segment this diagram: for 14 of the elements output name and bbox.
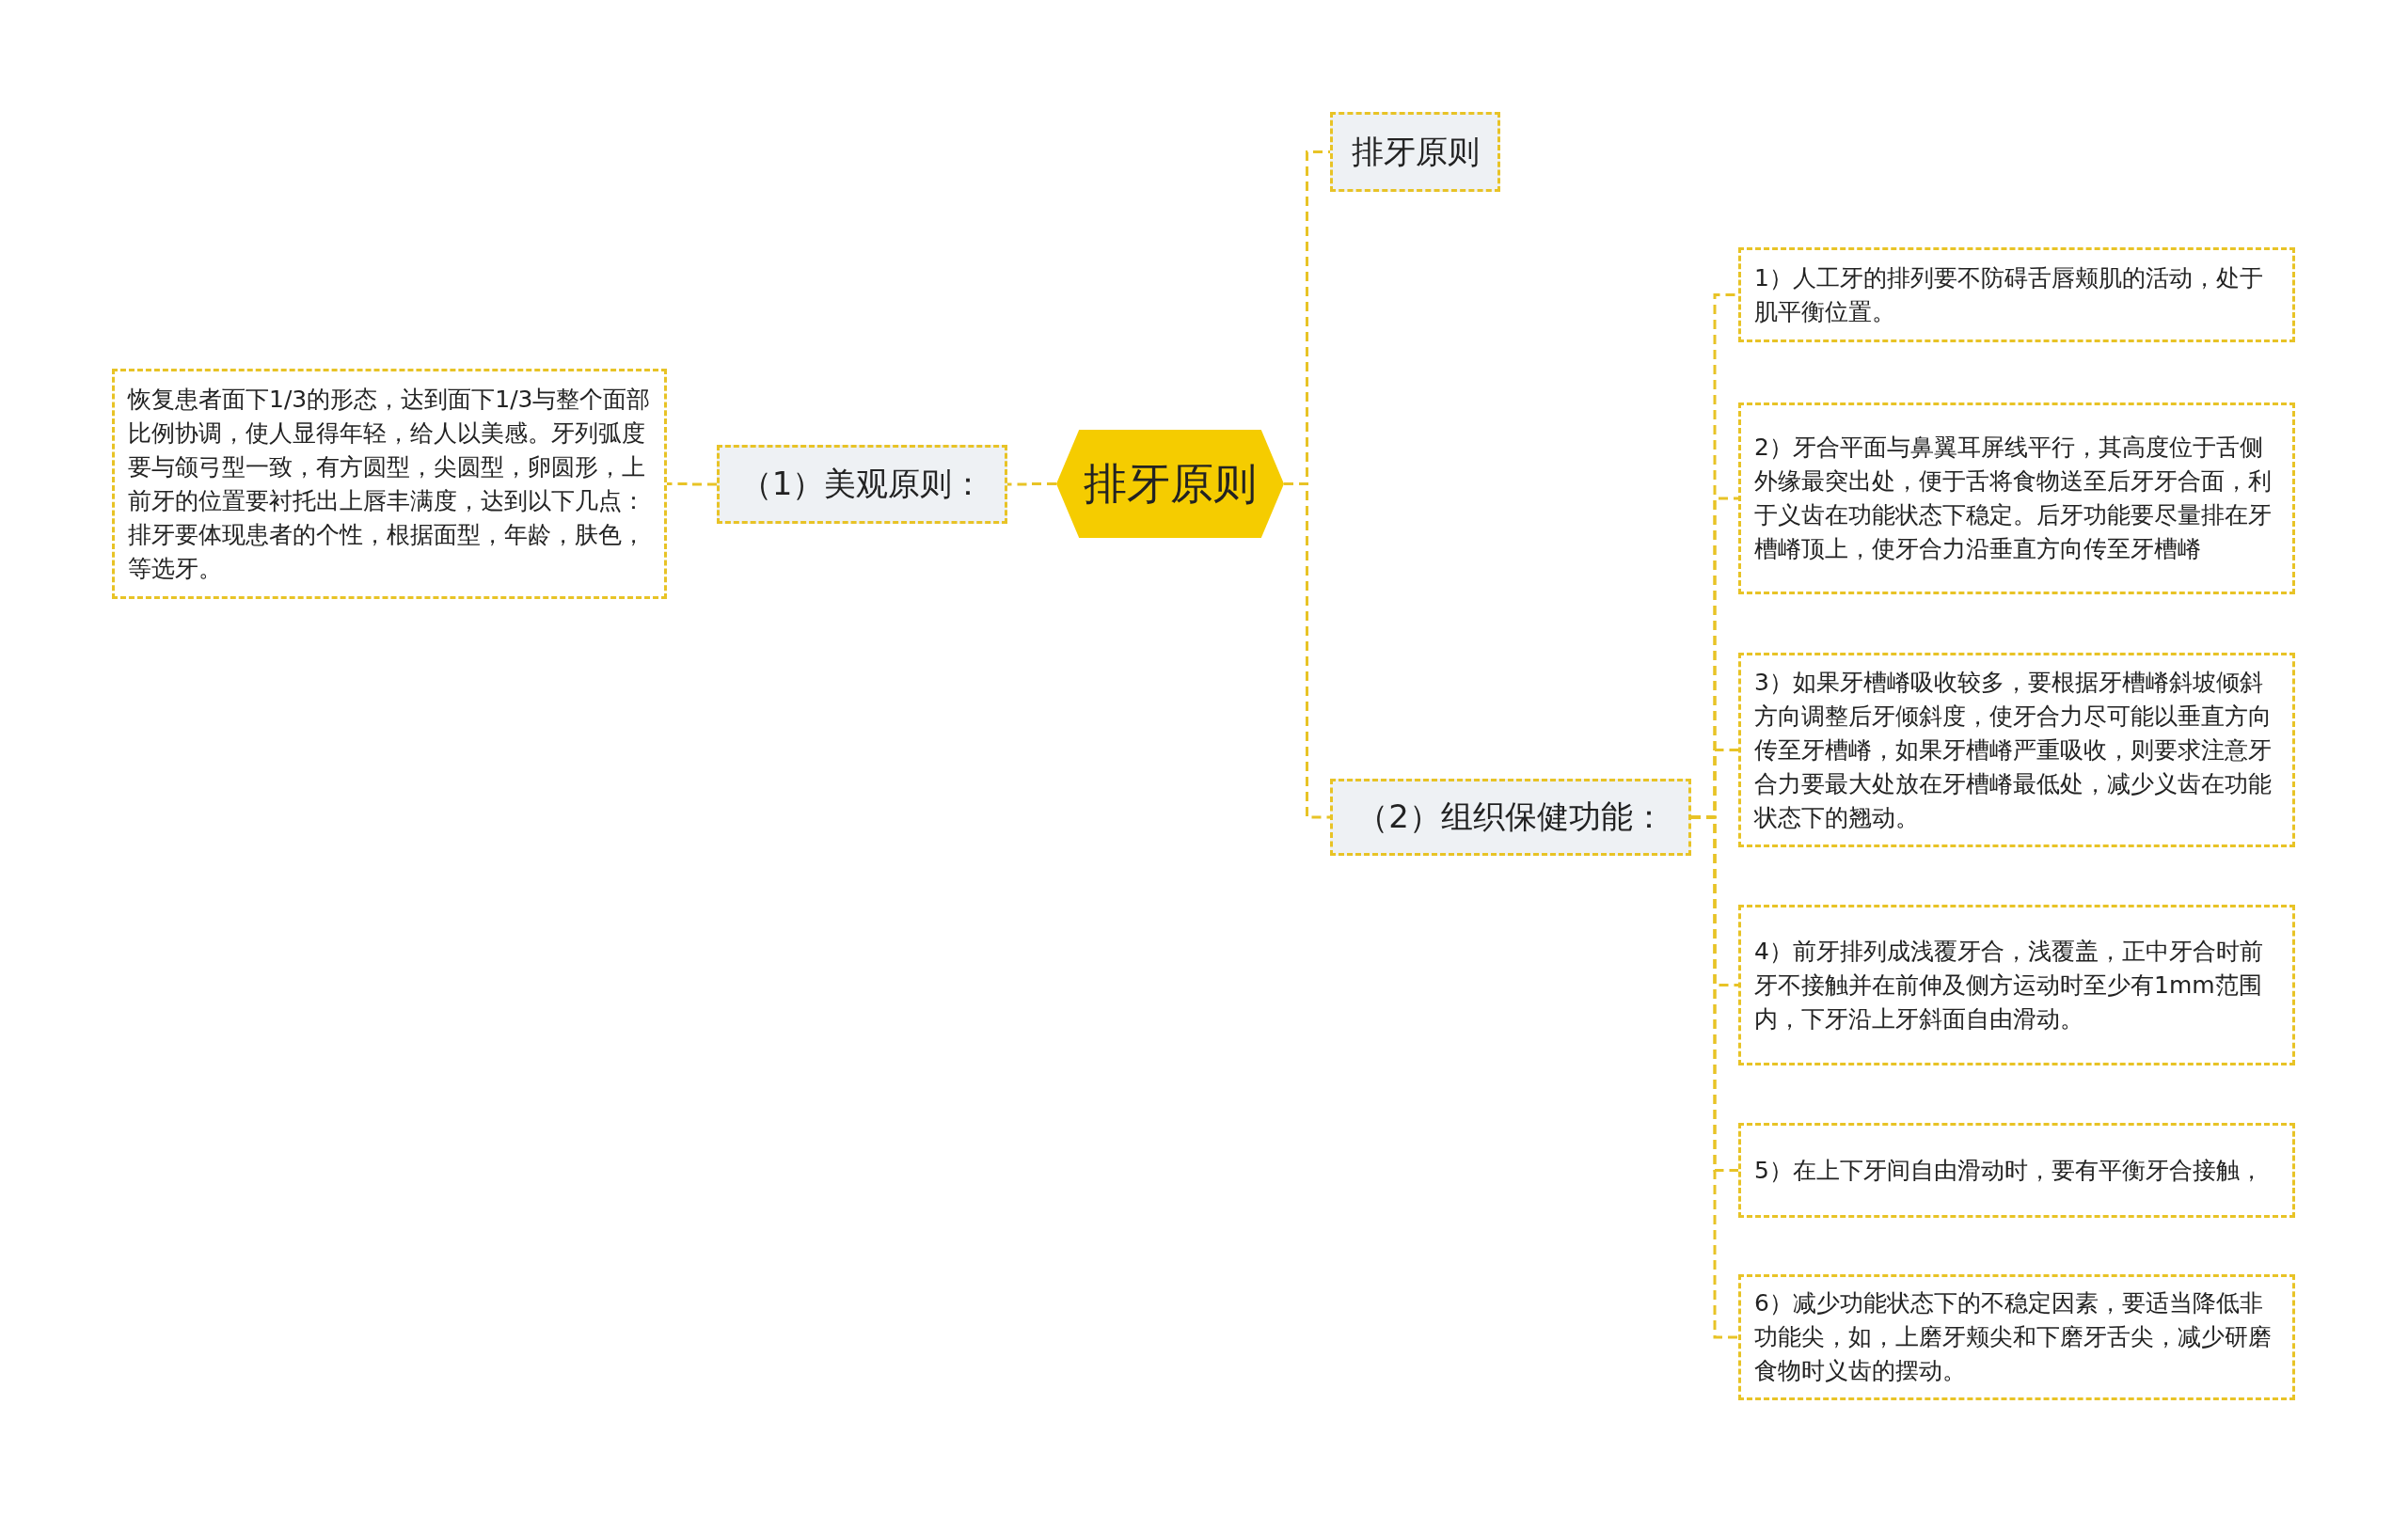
note-box: 6）减少功能状态下的不稳定因素，要适当降低非功能尖，如，上磨牙颊尖和下磨牙舌尖，减少研磨食物时义齿的摆动。	[1738, 1274, 2295, 1400]
note-box: 2）牙合平面与鼻翼耳屏线平行，其高度位于舌侧外缘最突出处，便于舌将食物送至后牙牙合面，利于义齿在功能状态下稳定。后牙功能要尽量排在牙槽嵴顶上，使牙合力沿垂直方向传至牙槽嵴	[1738, 402, 2295, 594]
note-box: 5）在上下牙间自由滑动时，要有平衡牙合接触，	[1738, 1123, 2295, 1218]
topic-box: （1）美观原则：	[717, 445, 1007, 524]
note-box: 恢复患者面下1/3的形态，达到面下1/3与整个面部比例协调，使人显得年轻，给人以美感。牙列弧度要与颌弓型一致，有方圆型，尖圆型，卵圆形，上前牙的位置要衬托出上唇丰满度，达到以下几点：排牙要体现患者的个性，根据面型，年龄，肤色，等选牙。	[112, 369, 667, 599]
connector-line	[1007, 482, 1056, 486]
note-box: 4）前牙排列成浅覆牙合，浅覆盖，正中牙合时前牙不接触并在前伸及侧方运动时至少有1mm范围内，下牙沿上牙斜面自由滑动。	[1738, 905, 2295, 1065]
note-box: 1）人工牙的排列要不防碍舌唇颊肌的活动，处于肌平衡位置。	[1738, 247, 2295, 342]
connector-line	[667, 482, 717, 486]
note-box: 3）如果牙槽嵴吸收较多，要根据牙槽嵴斜坡倾斜方向调整后牙倾斜度，使牙合力尽可能以垂直方向传至牙槽嵴，如果牙槽嵴严重吸收，则要求注意牙合力要最大处放在牙槽嵴最低处，减少义齿在功能状态下的翘动。	[1738, 653, 2295, 847]
connector-line	[1284, 482, 1330, 819]
central-topic-hexagon: 排牙原则	[1056, 430, 1284, 538]
topic-box: 排牙原则	[1330, 112, 1500, 192]
topic-box: （2）组织保健功能：	[1330, 779, 1691, 856]
